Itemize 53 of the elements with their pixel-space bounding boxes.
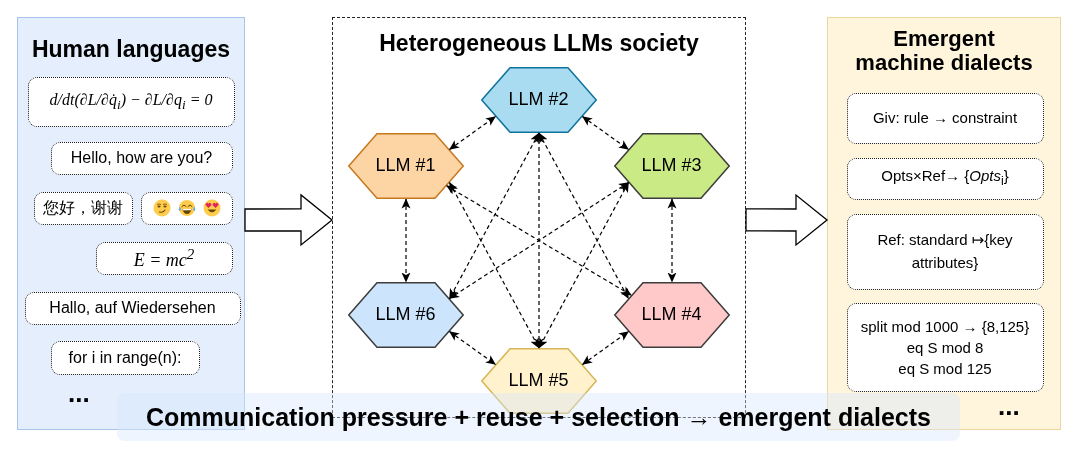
panel-title: Human languages (31, 37, 231, 61)
phrase-text: 您好，谢谢 (43, 198, 123, 218)
node-label: LLM #4 (641, 303, 702, 326)
summary-banner (117, 393, 960, 441)
node-label: LLM #3 (641, 154, 702, 177)
formula-text: E = mc$^{2}$ (133, 244, 195, 272)
node-label: LLM #2 (508, 88, 569, 111)
rule-text: Ref: standard ↦{key attributes} (876, 230, 1014, 273)
rule-text: split mod 1000 → {8,125} (860, 316, 1030, 337)
hexagon-node (480, 66, 597, 133)
node-label: LLM #5 (508, 369, 569, 392)
rule-text: eq S mod 8 (906, 337, 984, 358)
dashed-double-arrow (401, 198, 411, 283)
text-card (50, 141, 233, 175)
hexagon-node (613, 281, 730, 348)
dashed-double-arrow (448, 132, 540, 300)
dashed-double-arrow (538, 132, 630, 300)
hollow-arrow (745, 193, 829, 247)
rule-text: eq S mod 125 (898, 358, 992, 379)
banner-text: Communication pressure + reuse + selection → emergent dialects (146, 402, 931, 432)
dashed-double-arrow (448, 181, 540, 349)
text-card (95, 241, 233, 275)
hexagon-node (613, 132, 730, 199)
text-card (846, 302, 1044, 392)
node-label: LLM #1 (375, 154, 436, 177)
hollow-arrow (244, 193, 334, 247)
rule-text: Opts×Ref→ {Opts$_{i}$} (881, 167, 1009, 190)
text-card (50, 340, 200, 375)
panel-title: Emergent machine dialects (854, 27, 1034, 75)
formula-text: d/dt(∂L/∂q̇$_{i}$) − ∂L/∂q$_{i}$ = 0 (49, 89, 213, 114)
code-text: for i in range(n): (68, 347, 182, 368)
text-card (846, 213, 1044, 290)
text-card (33, 191, 133, 225)
dashed-double-arrow (538, 181, 630, 349)
node-label: LLM #6 (375, 303, 436, 326)
emoji-card (140, 191, 233, 225)
rule-text: Giv: rule → constraint (872, 108, 1018, 128)
dashed-double-arrow (581, 330, 630, 366)
ellipsis-text: ... (998, 393, 1020, 419)
text-card (24, 291, 241, 325)
dashed-double-arrow (448, 115, 497, 151)
text-card (27, 76, 235, 127)
text-card (846, 92, 1044, 144)
dashed-double-arrow (667, 198, 677, 283)
dashed-double-arrow (448, 330, 497, 366)
ellipsis-text: ... (68, 380, 90, 406)
hexagon-node (347, 132, 464, 199)
hexagon-node (347, 281, 464, 348)
panel-title: Heterogeneous LLMs society (379, 31, 699, 55)
dashed-double-arrow (581, 115, 630, 151)
phrase-text: Hello, how are you? (70, 148, 213, 168)
text-card (846, 157, 1044, 200)
phrase-text: Hallo, auf Wiedersehen (49, 298, 216, 318)
